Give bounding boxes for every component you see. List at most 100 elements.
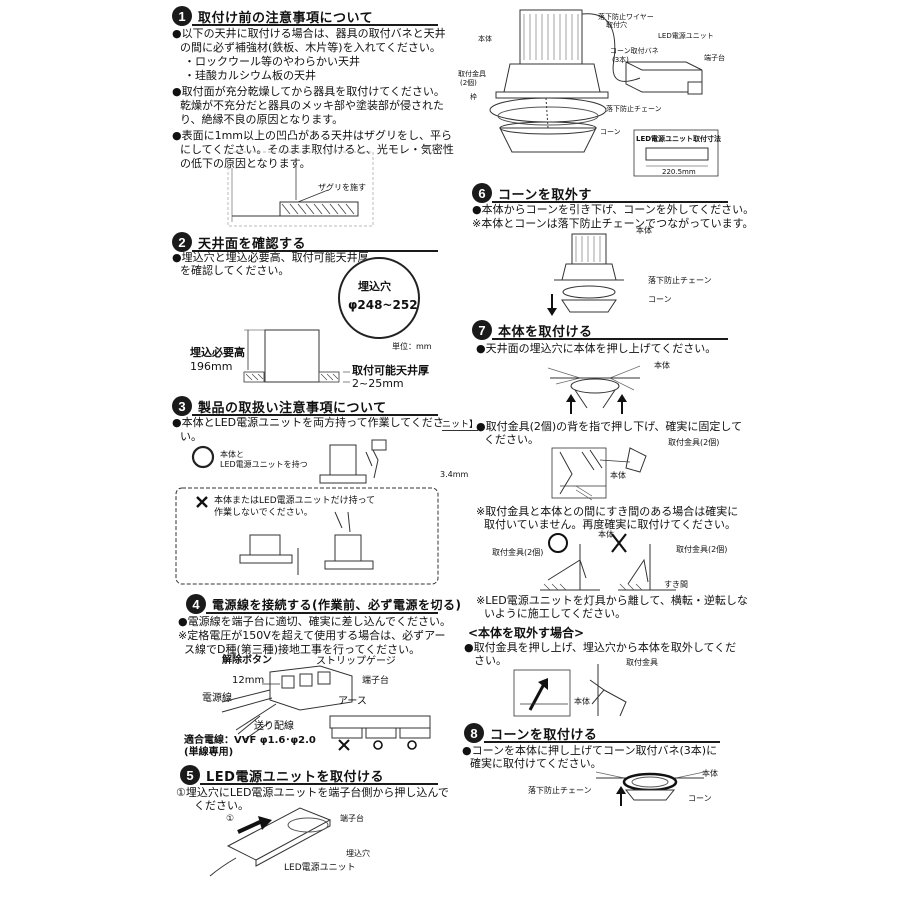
section-underline bbox=[192, 24, 438, 26]
label: 取付金具 bbox=[626, 658, 658, 667]
label: 取付金具(2個) bbox=[668, 438, 720, 447]
text-line: ●本体とLED電源ユニットを両方持って作業してくださ bbox=[172, 416, 444, 429]
label: 本体 bbox=[598, 530, 614, 539]
label: 落下防止ワイヤー bbox=[598, 13, 654, 21]
label: 本体 bbox=[478, 35, 492, 43]
height-value: 196mm bbox=[190, 360, 233, 373]
unit-label: 単位：mm bbox=[392, 342, 432, 351]
text-line: 取付いていません。再度確実に取付けてください。 bbox=[484, 518, 737, 531]
text-line: ①埋込穴にLED電源ユニットを端子台側から押し込んで bbox=[176, 786, 449, 799]
section-underline bbox=[206, 612, 438, 614]
step-number: 8 bbox=[464, 723, 484, 743]
ok-caption: LED電源ユニットを持つ bbox=[220, 460, 308, 469]
text-line: ●本体からコーンを引き下げ、コーンを外してください。 bbox=[472, 203, 755, 216]
label: 端子台 bbox=[704, 54, 725, 62]
text-line: ※LED電源ユニットを灯具から離して、横転・逆転しな bbox=[476, 594, 748, 607]
section-7-header: 7 本体を取付ける bbox=[472, 320, 593, 340]
dim-12mm: 12mm bbox=[232, 675, 265, 686]
text-line: ※本体とコーンは落下防止チェーンでつながっています。 bbox=[472, 217, 754, 230]
text-line: ●以下の天井に取付ける場合は、器具の取付バネと天井 bbox=[172, 27, 446, 40]
text-line: ●電源線を端子台に適切、確実に差し込んでください。 bbox=[178, 615, 452, 628]
label: 本体 bbox=[610, 471, 626, 480]
text-line: い。 bbox=[180, 430, 202, 443]
text-line: ・ロックウール等のやわらかい天井 bbox=[184, 55, 360, 68]
text-line: ※定格電圧が150Vを超えて使用する場合は、必ずアー bbox=[178, 629, 446, 642]
section-title: コーンを取付ける bbox=[490, 727, 598, 743]
section-underline bbox=[492, 201, 728, 203]
label: 取付金具 bbox=[458, 70, 486, 78]
text-line: 確実に取付けてください。 bbox=[470, 757, 602, 770]
text-line: ●天井面の埋込穴に本体を押し上げてください。 bbox=[476, 342, 717, 355]
single-wire-only: (単線専用) bbox=[184, 747, 234, 758]
text-line: の間に必ず補強材(鉄板、木片等)を入れてください。 bbox=[180, 41, 441, 54]
label: 取付穴 bbox=[606, 21, 627, 29]
remove-subheading: <本体を取外す場合> bbox=[468, 626, 585, 640]
section-title: 本体を取付ける bbox=[498, 324, 593, 340]
feed-wire-label: 送り配線 bbox=[254, 721, 294, 732]
box-dim: 220.5mm bbox=[662, 168, 696, 176]
label: 落下防止チェーン bbox=[606, 105, 662, 113]
label: 本体 bbox=[702, 769, 718, 778]
text-line: ※取付金具と本体との間にすき間のある場合は確実に bbox=[476, 505, 739, 518]
section-underline bbox=[484, 741, 720, 743]
thickness-label: 取付可能天井厚 bbox=[352, 364, 429, 377]
section-4-header: 4 電源線を接続する(作業前、必ず電源を切る) bbox=[186, 594, 461, 614]
label: (3本) bbox=[612, 56, 629, 64]
label: LED電源ユニット bbox=[658, 32, 714, 40]
text-line: ●取付金具(2個)の背を指で押し下げ、確実に固定して bbox=[476, 420, 743, 433]
section-title: 製品の取扱い注意事項について bbox=[198, 400, 387, 416]
text-line: ●表面に1mm以上の凹凸がある天井はザグリをし、平ら bbox=[172, 129, 453, 142]
section-title: LED電源ユニットを取付ける bbox=[206, 769, 384, 785]
section-3-header: 3 製品の取扱い注意事項について bbox=[172, 396, 387, 416]
text-line: ください。 bbox=[194, 799, 249, 812]
step-number: 4 bbox=[186, 594, 206, 614]
label: 枠 bbox=[470, 93, 477, 101]
box-title: LED電源ユニット取付寸法 bbox=[636, 135, 722, 143]
strip-gauge-label: ストリップゲージ bbox=[316, 656, 396, 667]
text-line: ください。 bbox=[484, 433, 539, 446]
text-line: さい。 bbox=[474, 654, 507, 667]
label: 落下防止チェーン bbox=[528, 786, 592, 795]
label: コーン取付バネ bbox=[610, 47, 659, 55]
label: 本体 bbox=[654, 361, 670, 370]
label: 取付金具(2個) bbox=[676, 545, 728, 554]
step-number: 6 bbox=[472, 183, 492, 203]
terminal-label: 端子台 bbox=[340, 814, 364, 823]
label: コーン bbox=[648, 295, 672, 304]
text-line: にしてください。そのまま取付けると、光モレ・気密性 bbox=[180, 143, 454, 156]
section-1-header: 1 取付け前の注意事項について bbox=[172, 6, 373, 26]
section-title: コーンを取外す bbox=[498, 187, 592, 203]
compatible-wire: 適合電線：VVF φ1.6･φ2.0 bbox=[184, 735, 316, 746]
terminal-label: 端子台 bbox=[362, 676, 390, 686]
hole-label: 埋込穴 bbox=[346, 849, 370, 858]
text-line: ●埋込穴と埋込必要高、取付可能天井厚 bbox=[172, 251, 369, 264]
fragment-label: 3.4mm bbox=[440, 470, 469, 479]
section-8-header: 8 コーンを取付ける bbox=[464, 723, 597, 743]
section-2-header: 2 天井面を確認する bbox=[172, 232, 306, 252]
text-line: の低下の原因となります。 bbox=[180, 157, 311, 170]
hole-dimension: φ248~252 bbox=[348, 298, 418, 312]
hole-label: 埋込穴 bbox=[358, 280, 391, 293]
label: コーン bbox=[688, 794, 712, 803]
section-5-header: 5 LED電源ユニットを取付ける bbox=[180, 765, 384, 785]
label: 落下防止チェーン bbox=[648, 276, 712, 285]
earth-label: アース bbox=[338, 696, 367, 707]
ok-caption: 本体と bbox=[220, 450, 244, 459]
label: 取付金具(2個) bbox=[492, 548, 544, 557]
label: 本体 bbox=[636, 226, 652, 235]
text-line: ・珪酸カルシウム板の天井 bbox=[184, 69, 316, 82]
section-title: 取付け前の注意事項について bbox=[198, 10, 374, 26]
section-6-header: 6 コーンを取外す bbox=[472, 183, 592, 203]
section-title: 電源線を接続する(作業前、必ず電源を切る) bbox=[212, 597, 462, 612]
led-unit-label: LED電源ユニット bbox=[284, 863, 356, 873]
